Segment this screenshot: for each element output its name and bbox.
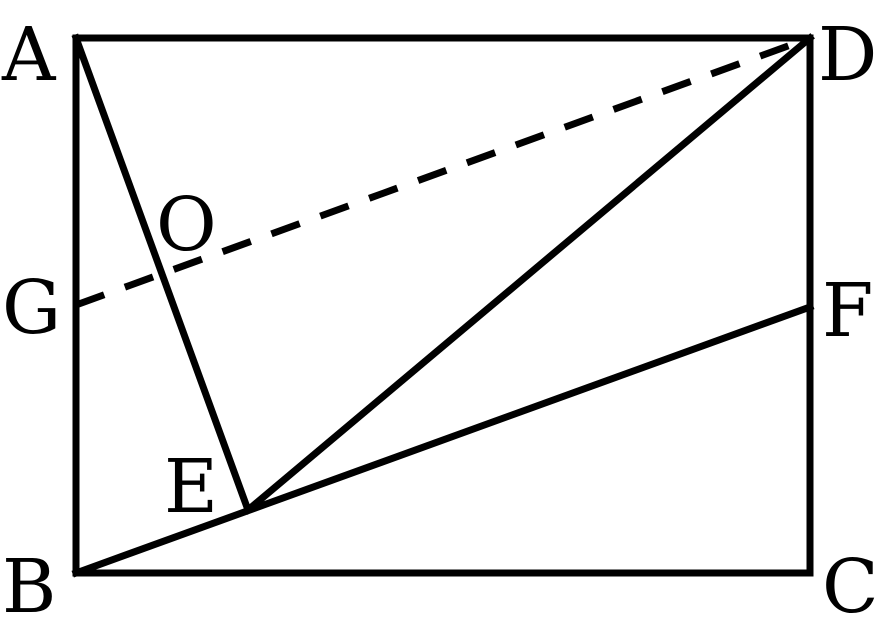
segment-GD bbox=[74, 34, 812, 309]
segment-ED bbox=[243, 33, 815, 515]
label-D: D bbox=[818, 12, 877, 98]
segment-AE bbox=[71, 33, 253, 515]
label-A: A bbox=[1, 12, 57, 98]
label-O: O bbox=[156, 182, 217, 268]
label-G: G bbox=[2, 265, 61, 351]
segment-BF bbox=[71, 302, 815, 578]
label-F: F bbox=[822, 268, 873, 354]
label-C: C bbox=[822, 544, 879, 630]
label-E: E bbox=[164, 444, 218, 530]
label-B: B bbox=[2, 544, 56, 630]
